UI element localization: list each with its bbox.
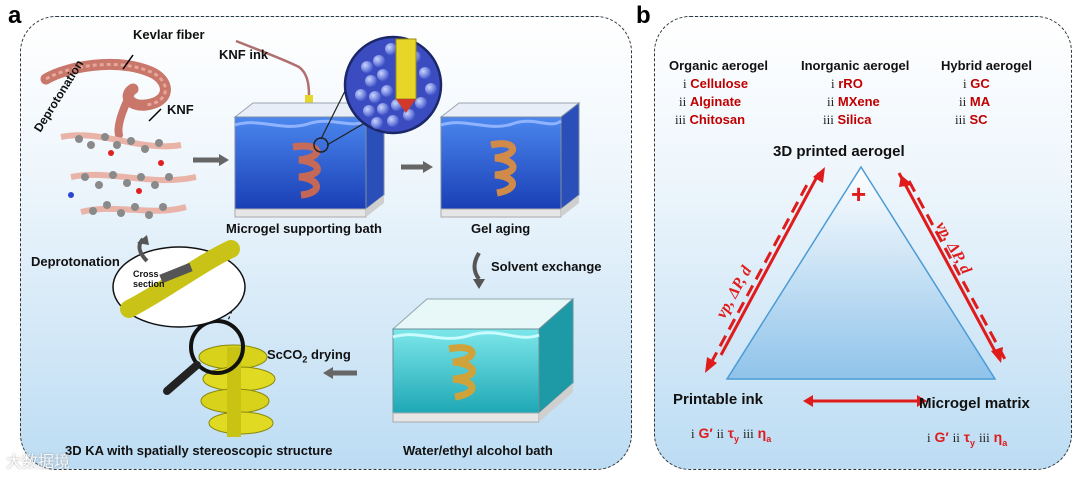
water-bath-label: Water/ethyl alcohol bath bbox=[403, 443, 553, 458]
panel-a-illustration bbox=[40, 35, 581, 437]
organic-aerogel-title: Organic aerogel bbox=[669, 58, 768, 73]
roman-numeral: iii bbox=[955, 112, 966, 127]
roman-numeral: iii bbox=[675, 112, 686, 127]
scco2-drying-label: ScCO2 drying bbox=[267, 347, 351, 365]
material-item: Cellulose bbox=[690, 76, 749, 91]
material-item: MXene bbox=[837, 94, 880, 109]
panel-a-label: a bbox=[8, 2, 22, 29]
panel-a-frame: Kevlar fiber Deprotonation KNF KNF ink M… bbox=[20, 16, 632, 470]
roman-numeral: i bbox=[683, 76, 687, 91]
kevlar-fiber-graphic bbox=[40, 58, 171, 139]
roman-numeral: ii bbox=[827, 94, 835, 109]
right-dashed-arrow bbox=[907, 180, 1009, 364]
deprotonation-label: Deprotonation bbox=[31, 254, 120, 269]
material-item: SC bbox=[969, 112, 988, 127]
plus-sign: + bbox=[851, 179, 867, 209]
roman-numeral: ii bbox=[959, 94, 967, 109]
hybrid-aerogel-title: Hybrid aerogel bbox=[941, 58, 1033, 73]
knf-ink-label: KNF ink bbox=[219, 47, 269, 62]
microgel-matrix-label: Microgel matrix bbox=[919, 395, 1030, 412]
gel-aging-graphic bbox=[439, 101, 581, 218]
printable-ink-label: Printable ink bbox=[673, 391, 764, 408]
knf-molecules-graphic bbox=[60, 132, 197, 219]
cross-section-label: Cross section bbox=[133, 269, 165, 289]
ka-structure-label: 3D KA with spatially stereoscopic struct… bbox=[65, 443, 333, 458]
kevlar-fiber-label: Kevlar fiber bbox=[133, 27, 205, 42]
left-solid-arrow bbox=[719, 172, 821, 356]
material-item: rRO bbox=[838, 76, 863, 91]
watermark: 大数据境 bbox=[6, 454, 71, 471]
inorganic-aerogel-title: Inorganic aerogel bbox=[801, 58, 910, 73]
roman-numeral: ii bbox=[679, 94, 687, 109]
cross-section-graphic bbox=[112, 240, 246, 328]
material-item: GC bbox=[970, 76, 990, 91]
matrix-properties: i G′ ii τy iii ηa bbox=[927, 429, 1008, 448]
inorganic-aerogel-list: Inorganic aerogel i rRO ii MXene iii Sil… bbox=[801, 57, 909, 129]
material-item: Alginate bbox=[689, 94, 742, 109]
organic-aerogel-list: Organic aerogel i Cellulose ii Alginate … bbox=[669, 57, 768, 129]
left-dashed-arrow bbox=[709, 180, 811, 364]
knf-label: KNF bbox=[167, 102, 194, 117]
microgel-bath-graphic bbox=[233, 101, 386, 218]
solvent-exchange-label: Solvent exchange bbox=[491, 259, 602, 274]
roman-numeral: i bbox=[963, 76, 967, 91]
microgel-bath-label: Microgel supporting bath bbox=[226, 221, 382, 236]
material-item: Chitosan bbox=[689, 112, 746, 127]
microgel-beads-zoom bbox=[343, 35, 443, 135]
ka-spiral-graphic bbox=[198, 344, 276, 437]
ink-properties: i G′ ii τy iii ηa bbox=[691, 425, 772, 444]
panel-b-triangle bbox=[705, 165, 1009, 407]
material-item: MA bbox=[969, 94, 991, 109]
triangle-shape bbox=[725, 165, 997, 380]
roman-numeral: iii bbox=[823, 112, 834, 127]
roman-numeral: i bbox=[831, 76, 835, 91]
panel-b-frame: Organic aerogel i Cellulose ii Alginate … bbox=[654, 16, 1072, 470]
right-solid-arrow bbox=[897, 172, 999, 356]
apex-label: 3D printed aerogel bbox=[773, 143, 905, 160]
material-item: Silica bbox=[837, 112, 872, 127]
hybrid-aerogel-list: Hybrid aerogel i GC ii MA iii SC bbox=[941, 57, 1032, 129]
water-bath-graphic bbox=[391, 297, 575, 423]
gel-aging-label: Gel aging bbox=[471, 221, 531, 236]
panel-b-label: b bbox=[636, 2, 651, 29]
